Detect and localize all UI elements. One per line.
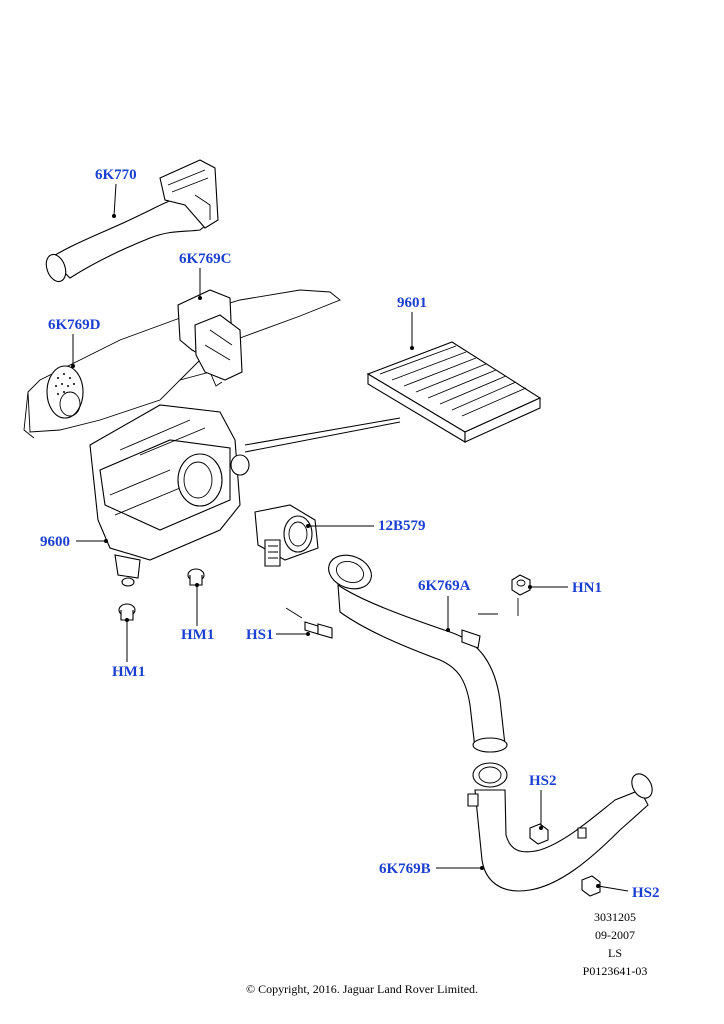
bolt-hs2-bottom [581,875,601,897]
callout-12b579: 12B579 [378,518,426,534]
mount-hm1-left [118,603,136,621]
mesh-screen-6k769d [46,365,84,419]
callout-6k769b: 6K769B [379,861,431,877]
callout-hm1-left: HM1 [112,664,146,680]
filter-element-9601 [244,341,542,453]
callout-hs2-bottom: HS2 [632,885,660,901]
callout-hm1-right: HM1 [181,627,215,643]
bolt-hs2-top [529,823,549,845]
hose-6k769a [328,554,508,753]
intake-tube-6k770 [45,159,219,283]
drawing-code: 3031205 [594,910,636,924]
callout-9601: 9601 [397,295,427,311]
callout-hn1: HN1 [572,580,602,596]
callout-6k769c: 6K769C [179,251,232,267]
bolt-hs1 [285,607,333,639]
nut-hn1 [478,574,531,616]
drawing-date: 09-2007 [595,928,635,942]
drawing-initials: LS [607,946,622,960]
callout-hs1: HS1 [246,627,274,643]
mass-air-flow-sensor-12b579 [254,504,319,567]
callout-6k769d: 6K769D [48,317,101,333]
callout-9600: 9600 [40,534,70,550]
leader-lines [71,183,629,892]
duct-6k769c [177,289,243,381]
copyright-notice: © Copyright, 2016. Jaguar Land Rover Lim… [245,982,479,996]
drawing-reference: P0123641-03 [582,964,648,978]
callout-6k770: 6K770 [95,167,137,183]
callout-hs2-top: HS2 [529,773,557,789]
hose-6k769b [467,762,653,892]
engine-bay-outline [23,289,341,439]
mount-hm1-right [187,568,205,586]
callout-6k769a: 6K769A [418,578,471,594]
air-cleaner-box-9600 [89,404,250,587]
